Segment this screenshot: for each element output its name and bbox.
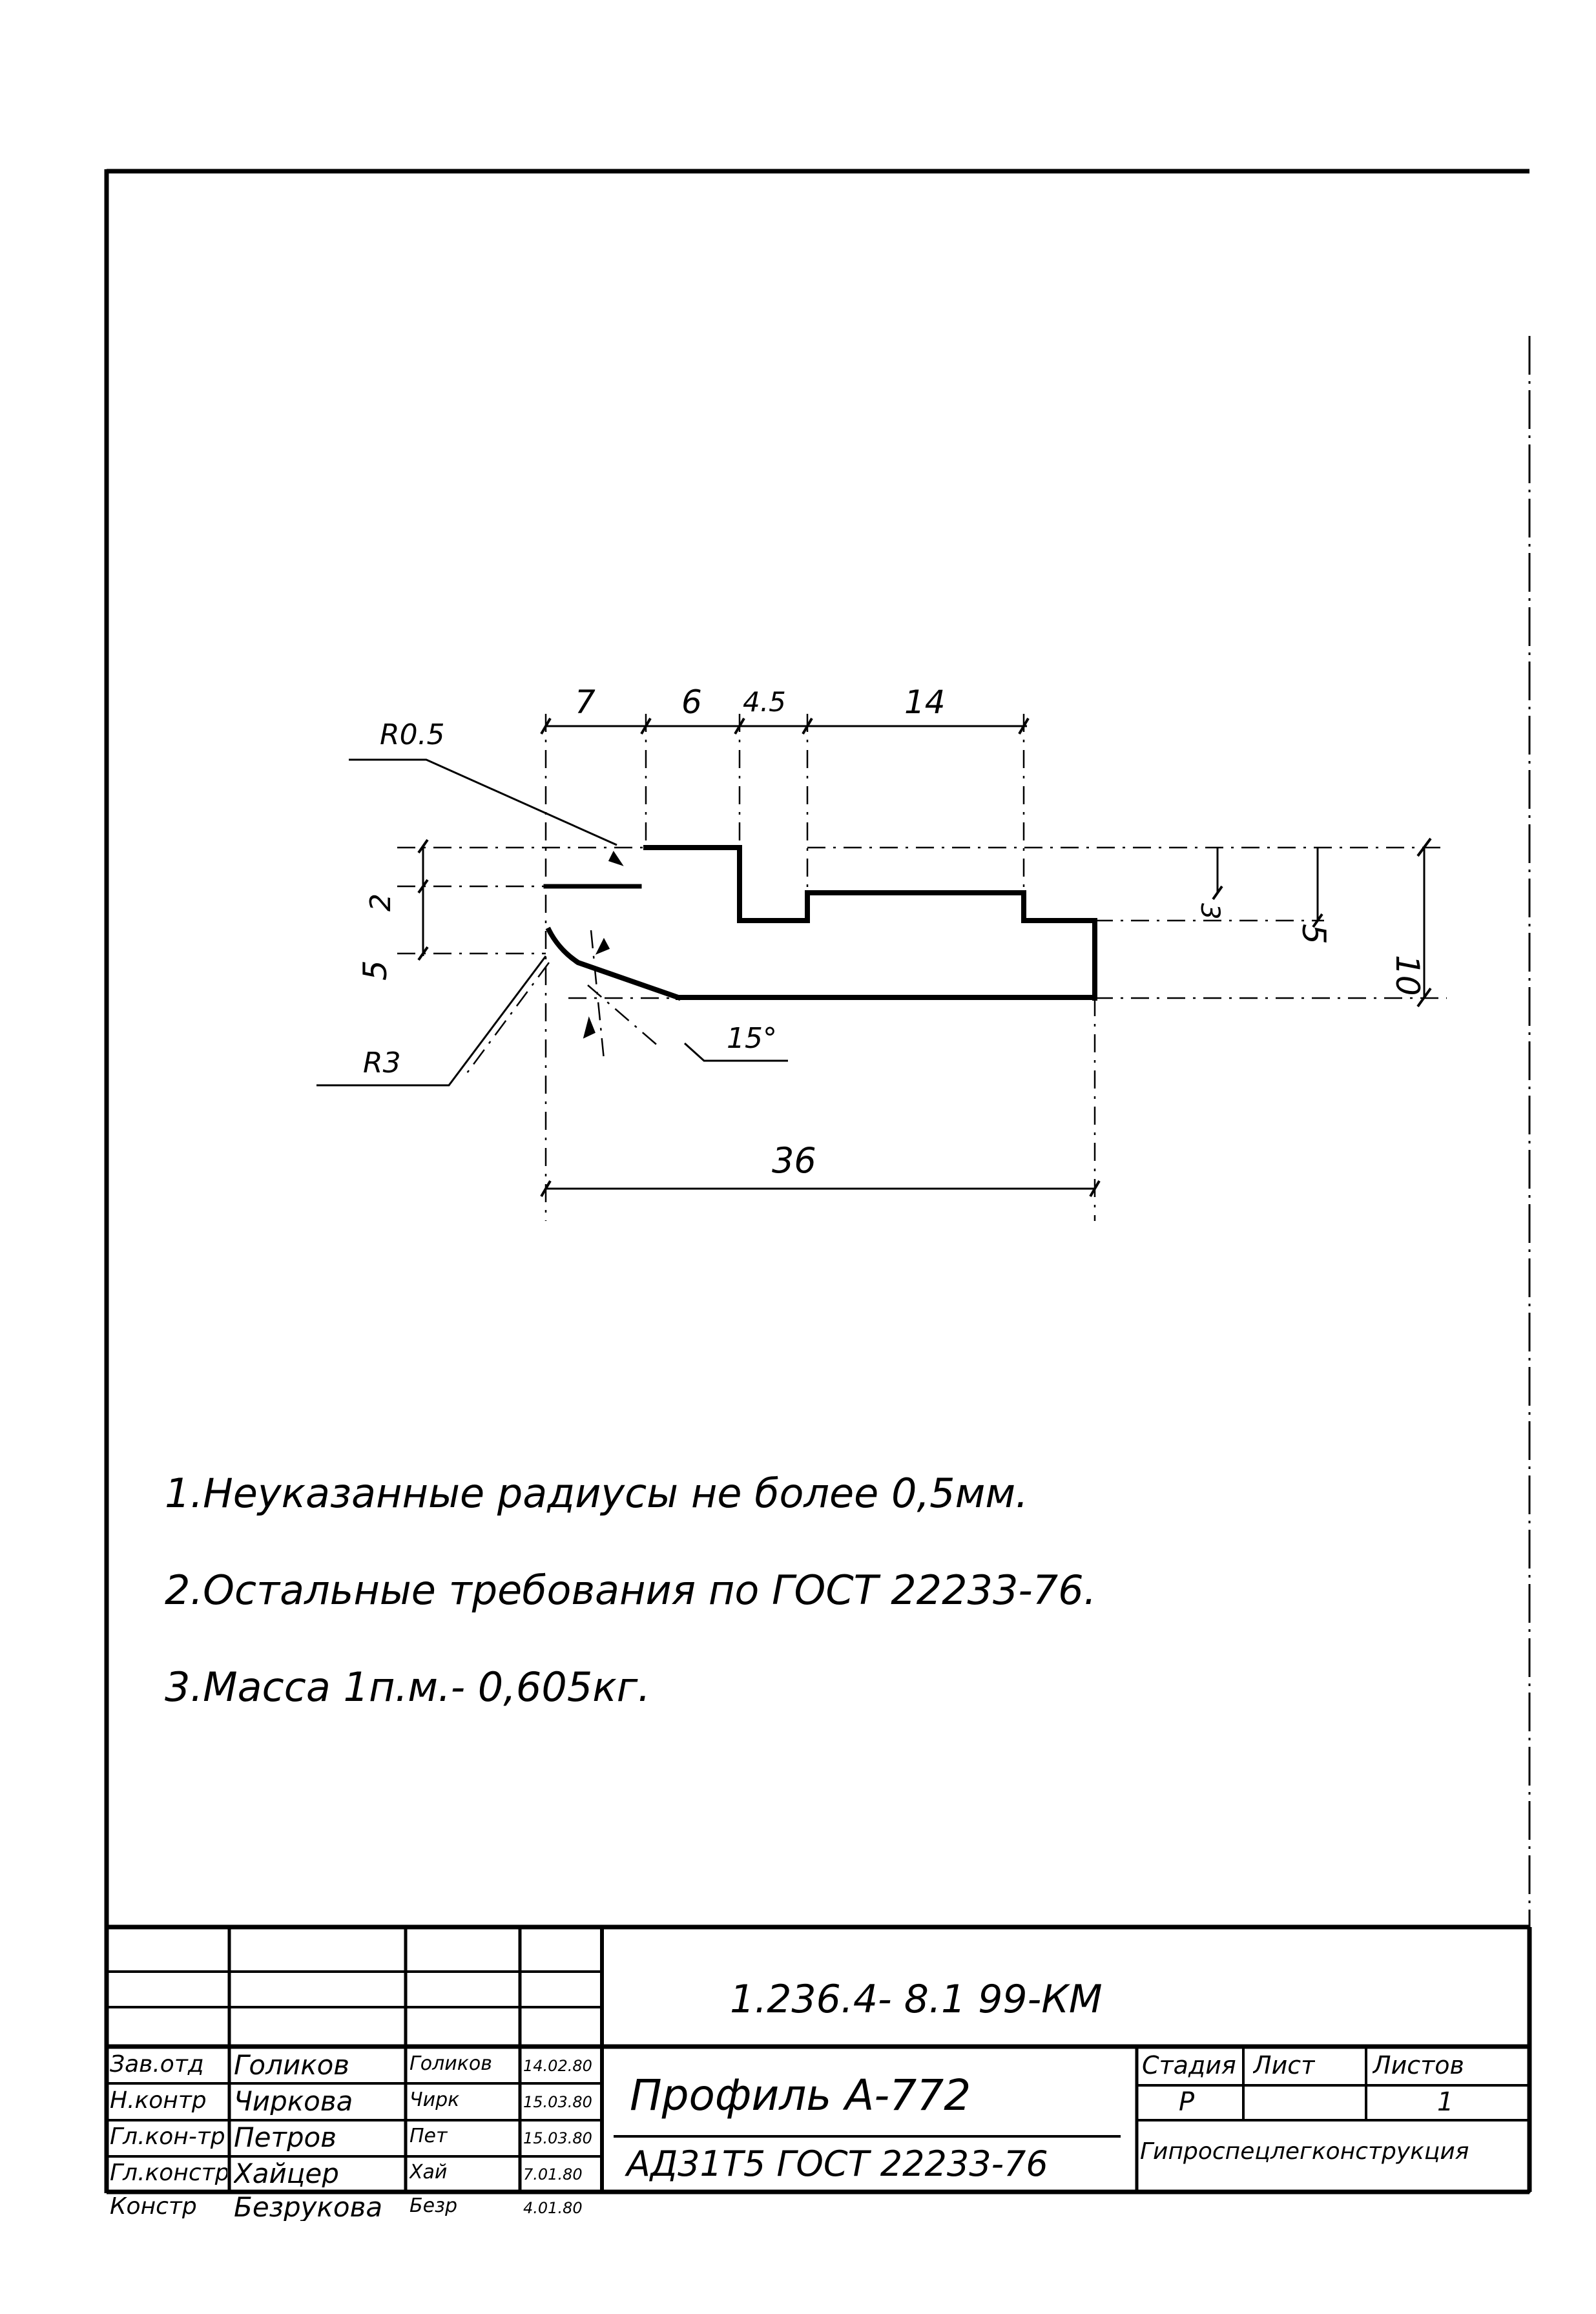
signature-role: Констр [110,2195,197,2218]
sheet-frame [104,169,1531,2194]
dim-label-top-4: 14 [904,683,946,721]
note-3: 3.Масса 1п.м.- 0,605кг. [165,1663,650,1711]
signature-date: 4.01.80 [523,2200,583,2216]
organization-name: Гипроспецлегконструкция [1140,2138,1469,2165]
signature-name: Петров [234,2124,337,2151]
signature-mark: Хай [409,2163,448,2182]
dim-label-overall-width: 36 [772,1140,816,1181]
signature-role: Н.контр [110,2089,207,2112]
document-code: 1.236.4- 8.1 99-КМ [730,1977,1103,2022]
note-1: 1.Неуказанные радиусы не более 0,5мм. [165,1470,1028,1517]
signature-mark: Пет [409,2127,448,2146]
signature-name: Хайцер [234,2160,339,2187]
stage-value: Р [1179,2089,1195,2115]
dim-label-top-1: 7 [575,683,596,721]
extension-lines [397,714,1447,1221]
signature-date: 14.02.80 [523,2058,592,2074]
signature-date: 15.03.80 [523,2094,592,2110]
profile-outline [543,845,1097,1001]
signature-role: Зав.отд [110,2053,204,2076]
dim-label-top-2: 6 [681,683,702,721]
drawing-material: АД31Т5 ГОСТ 22233-76 [627,2143,1048,2184]
signature-mark: Чирк [409,2090,460,2110]
note-2: 2.Остальные требования по ГОСТ 22233-76. [165,1567,1097,1614]
signature-mark: Голиков [409,2054,492,2074]
drawing-title: Профиль А-772 [630,2070,971,2120]
dim-label-top-3: 4.5 [743,686,786,718]
signature-name: Голиков [234,2052,350,2079]
sheets-value: 1 [1437,2089,1454,2115]
signature-name: Чиркова [234,2088,353,2115]
signature-date: 15.03.80 [523,2131,592,2146]
sheets-header: Листов [1373,2053,1464,2078]
signature-role: Гл.констр [110,2162,227,2185]
dim-label-angle: 15° [727,1022,777,1055]
stage-header: Стадия [1142,2053,1236,2078]
signature-mark: Безр [409,2196,458,2216]
signature-role: Гл.кон-тр [110,2125,225,2149]
sheet-header: Лист [1253,2053,1316,2078]
dimension-lines [316,717,1432,1198]
dim-label-r3: R3 [363,1047,401,1079]
dim-label-r05: R0.5 [380,718,445,751]
signature-name: Безрукова [234,2194,383,2221]
signature-date: 7.01.80 [523,2167,583,2182]
